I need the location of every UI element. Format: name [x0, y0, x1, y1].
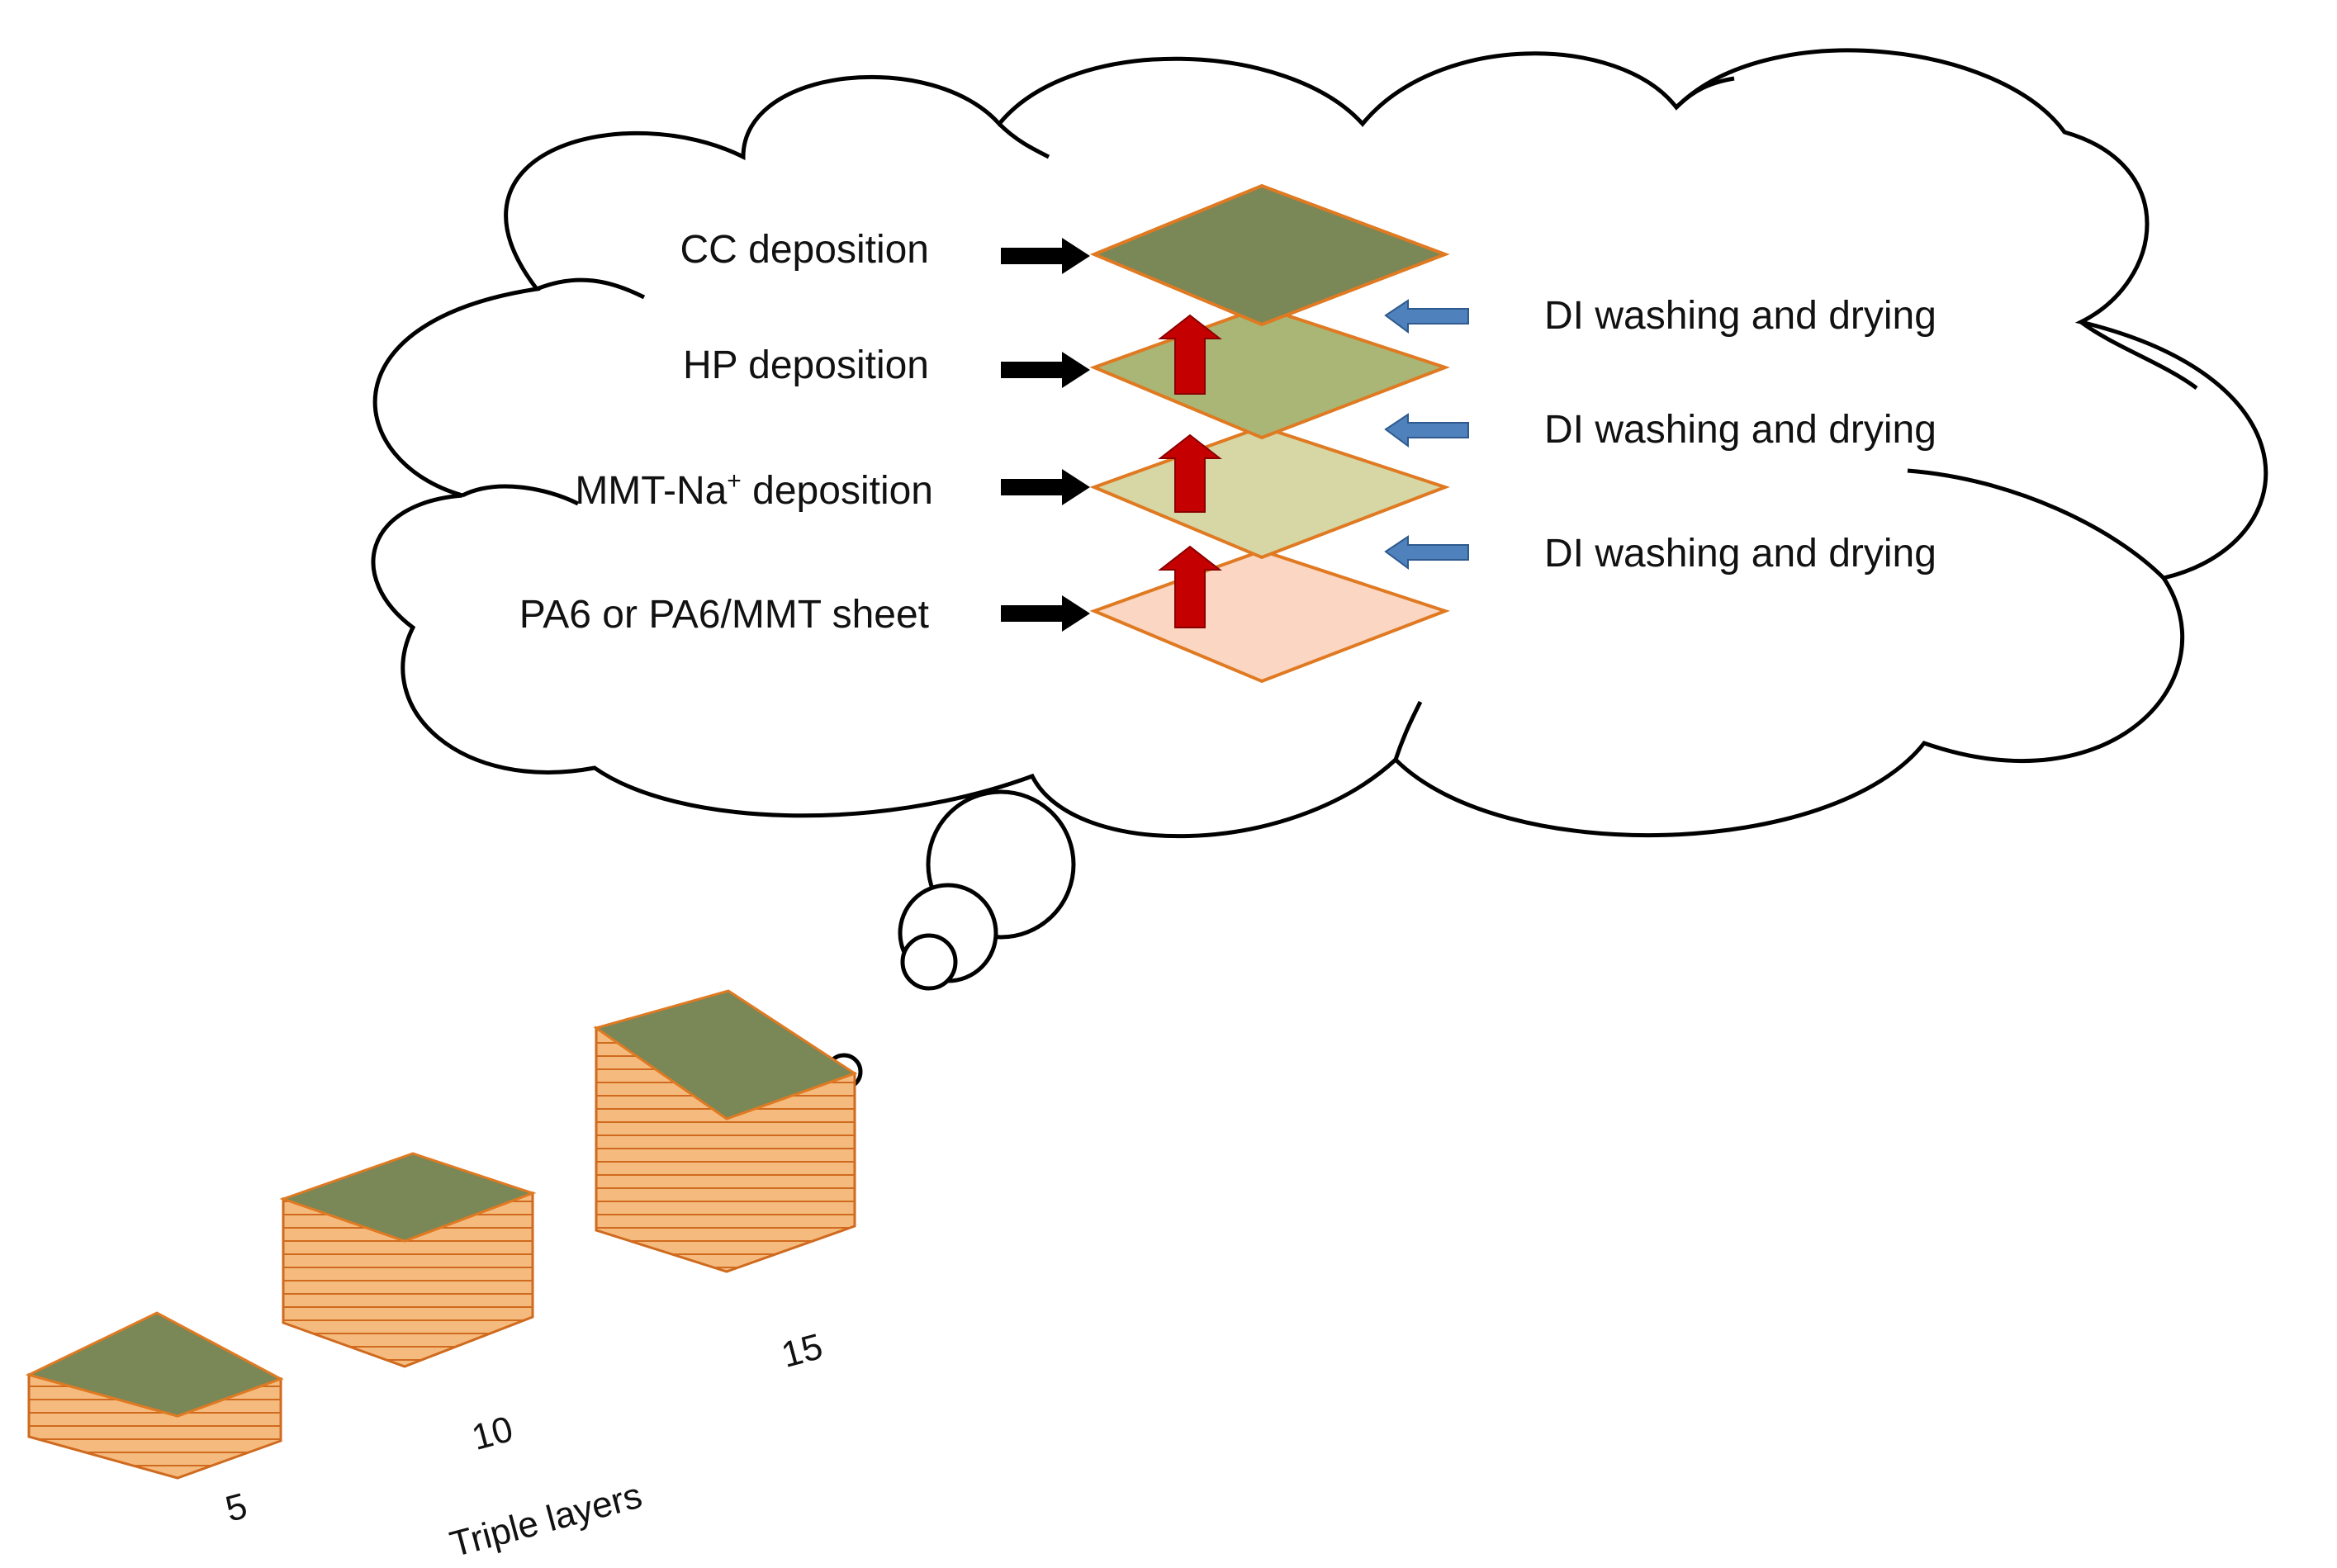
right-arrow-icon	[1001, 238, 1090, 274]
step-label-cc: CC deposition	[680, 228, 930, 272]
right-arrow-icon	[1001, 352, 1090, 388]
right-arrow-icon	[1001, 595, 1090, 632]
thought-bubbles	[825, 789, 1076, 1091]
cc-layer	[1089, 183, 1450, 327]
up-arrow-icon	[1158, 314, 1222, 395]
mmt-label-base: MMT-Na	[575, 469, 727, 513]
up-arrow-icon	[1158, 545, 1222, 628]
left-arrow-icon	[1384, 413, 1469, 448]
axis-label-triple-layers: Triple layers	[446, 1476, 647, 1566]
step-label-pa6: PA6 or PA6/MMT sheet	[519, 593, 929, 637]
wash-label-1: DI washing and drying	[1544, 294, 1936, 338]
stack-10	[279, 1152, 537, 1368]
stack-count-5: 5	[221, 1485, 251, 1530]
left-arrow-icon	[1384, 299, 1469, 334]
up-arrow-icon	[1158, 433, 1222, 513]
stack-15	[593, 989, 858, 1273]
left-arrow-icon	[1384, 535, 1469, 570]
step-arrows	[1001, 238, 1090, 632]
stack-count-10: 10	[467, 1409, 517, 1458]
mmt-label-suffix: deposition	[742, 469, 933, 513]
mmt-label-superscript: +	[727, 467, 742, 495]
wash-arrows-set	[1384, 299, 1469, 570]
wash-label-3: DI washing and drying	[1544, 532, 1936, 576]
up-arrows	[1158, 314, 1222, 628]
stack-count-15: 15	[777, 1326, 827, 1376]
thought-cloud	[371, 48, 2268, 839]
stack-5	[25, 1311, 284, 1480]
step-label-mmt: MMT-Na+ deposition	[575, 467, 933, 513]
step-label-hp: HP deposition	[683, 343, 929, 387]
right-arrow-icon	[1001, 469, 1090, 505]
wash-label-2: DI washing and drying	[1544, 408, 1936, 452]
